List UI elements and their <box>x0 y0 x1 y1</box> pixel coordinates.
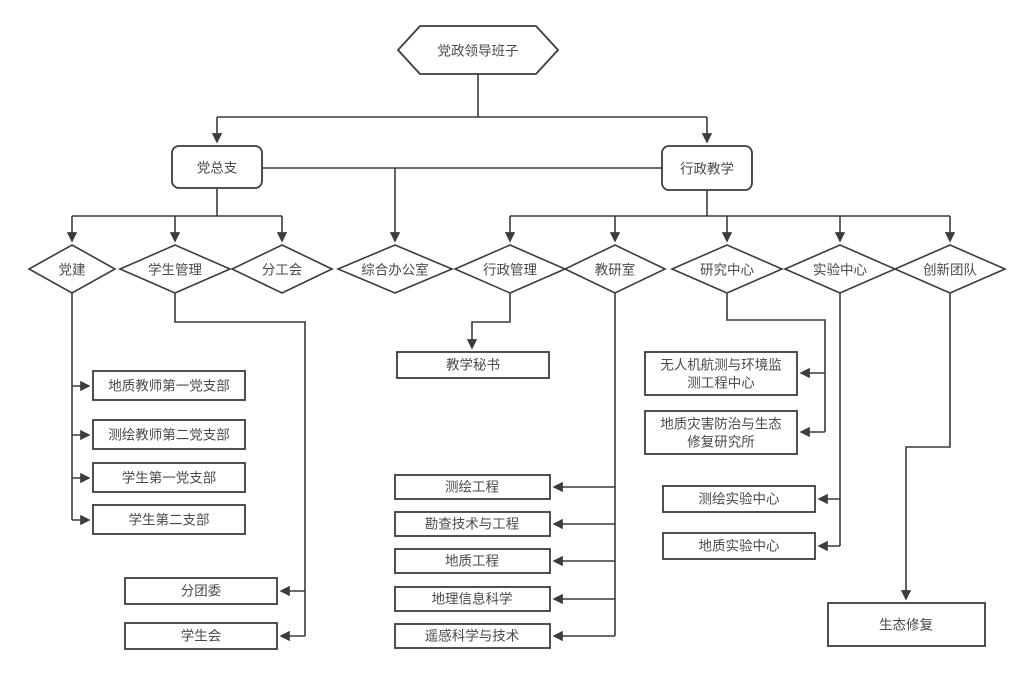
node-admin-branch-label: 行政教学 <box>680 162 734 177</box>
node-program-surveying-label: 测绘工程 <box>445 480 499 495</box>
node-program-geology-label: 地质工程 <box>445 554 499 569</box>
node-eco-restoration-label: 生态修复 <box>879 617 933 633</box>
connectors <box>66 74 956 642</box>
node-party-branch-2-label: 测绘教师第二党支部 <box>108 427 230 443</box>
node-research-center-label: 研究中心 <box>700 263 754 278</box>
box-shape <box>92 419 246 450</box>
node-party-branch-4-label: 学生第二支部 <box>129 512 210 528</box>
node-party-branch-3: 学生第一党支部 <box>92 462 246 493</box>
node-root: 党政领导班子 <box>396 25 560 75</box>
node-party-branch-label: 党总支 <box>197 161 238 176</box>
node-program-remote-sensing: 遥感科学与技术 <box>394 623 551 649</box>
node-general-office-label: 综合办公室 <box>361 262 429 278</box>
node-teaching-research: 教研室 <box>563 244 667 294</box>
edge-to-teaching-secretary <box>466 293 511 350</box>
diamond-shape <box>669 244 785 294</box>
node-teaching-research-label: 教研室 <box>595 262 636 278</box>
box-shape <box>644 410 798 455</box>
node-admin-branch: 行政教学 <box>661 145 753 191</box>
node-party-branch-3-label: 学生第一党支部 <box>122 470 217 486</box>
node-party-branch-1-label: 地质教师第一党支部 <box>108 378 230 394</box>
box-shape <box>92 462 246 493</box>
diamond-shape <box>892 244 1008 294</box>
node-program-exploration: 勘查技术与工程 <box>394 511 551 537</box>
node-geohazard-institute-label-line2: 修复研究所 <box>687 434 755 450</box>
box-shape <box>644 351 798 396</box>
node-geology-lab: 地质实验中心 <box>662 532 816 560</box>
node-admin-management: 行政管理 <box>452 244 568 294</box>
node-general-office: 综合办公室 <box>335 244 455 294</box>
edge-research-center-rail <box>726 293 826 432</box>
box-shape <box>662 532 816 560</box>
node-party-building-label: 党建 <box>59 263 86 278</box>
node-geohazard-institute: 地质灾害防治与生态 修复研究所 <box>644 410 798 455</box>
diamond-shape <box>335 244 455 294</box>
node-program-surveying: 测绘工程 <box>394 474 551 500</box>
node-student-union-label: 学生会 <box>181 629 222 644</box>
node-eco-restoration: 生态修复 <box>827 602 986 647</box>
box-shape <box>124 622 278 650</box>
diamond-shape <box>782 244 898 294</box>
rounded-box-shape <box>171 145 263 189</box>
diamond-shape <box>452 244 568 294</box>
diamond-shape <box>27 244 117 294</box>
box-shape <box>396 351 550 379</box>
box-shape <box>394 548 551 574</box>
node-surveying-lab: 测绘实验中心 <box>662 485 816 513</box>
box-shape <box>394 623 551 649</box>
node-innovation-team: 创新团队 <box>892 244 1008 294</box>
node-innovation-team-label: 创新团队 <box>923 263 977 278</box>
node-program-gis: 地理信息科学 <box>394 586 551 612</box>
node-sub-union: 分工会 <box>230 244 334 294</box>
node-program-exploration-label: 勘查技术与工程 <box>425 517 520 532</box>
diamond-shape <box>230 244 334 294</box>
node-student-management-label: 学生管理 <box>148 263 202 278</box>
node-party-branch-1: 地质教师第一党支部 <box>92 370 246 401</box>
box-shape <box>827 602 986 647</box>
node-uav-center: 无人机航测与环境监 测工程中心 <box>644 351 798 396</box>
node-experiment-center-label: 实验中心 <box>813 263 867 278</box>
node-party-branch-4: 学生第二支部 <box>92 504 246 535</box>
edge-to-eco-restoration <box>900 293 951 601</box>
node-party-building: 党建 <box>27 244 117 294</box>
node-research-center: 研究中心 <box>669 244 785 294</box>
node-geohazard-institute-label-line1: 地质灾害防治与生态 <box>660 416 782 432</box>
box-shape <box>662 485 816 513</box>
node-surveying-lab-label: 测绘实验中心 <box>699 492 780 507</box>
node-experiment-center: 实验中心 <box>782 244 898 294</box>
diamond-shape <box>117 244 233 294</box>
node-uav-center-label-line2: 测工程中心 <box>687 376 755 391</box>
node-youth-league-label: 分团委 <box>181 584 222 599</box>
box-shape <box>92 370 246 401</box>
hexagon-shape <box>396 25 560 75</box>
diamond-shape <box>563 244 667 294</box>
node-party-branch: 党总支 <box>171 145 263 189</box>
node-geology-lab-label: 地质实验中心 <box>699 539 780 554</box>
node-admin-management-label: 行政管理 <box>483 263 537 278</box>
box-shape <box>92 504 246 535</box>
node-teaching-secretary-label: 教学秘书 <box>446 358 500 373</box>
node-program-remote-sensing-label: 遥感科学与技术 <box>425 628 520 644</box>
node-party-branch-2: 测绘教师第二党支部 <box>92 419 246 450</box>
node-student-union: 学生会 <box>124 622 278 650</box>
box-shape <box>394 586 551 612</box>
box-shape <box>124 577 278 605</box>
node-teaching-secretary: 教学秘书 <box>396 351 550 379</box>
box-shape <box>394 474 551 500</box>
edge-student-management-rail <box>174 293 306 636</box>
node-program-geology: 地质工程 <box>394 548 551 574</box>
box-shape <box>394 511 551 537</box>
node-root-label: 党政领导班子 <box>438 44 519 59</box>
node-program-gis-label: 地理信息科学 <box>432 591 513 607</box>
node-sub-union-label: 分工会 <box>262 263 303 278</box>
node-youth-league: 分团委 <box>124 577 278 605</box>
rounded-box-shape <box>661 145 753 191</box>
node-uav-center-label-line1: 无人机航测与环境监 <box>660 358 782 373</box>
node-student-management: 学生管理 <box>117 244 233 294</box>
